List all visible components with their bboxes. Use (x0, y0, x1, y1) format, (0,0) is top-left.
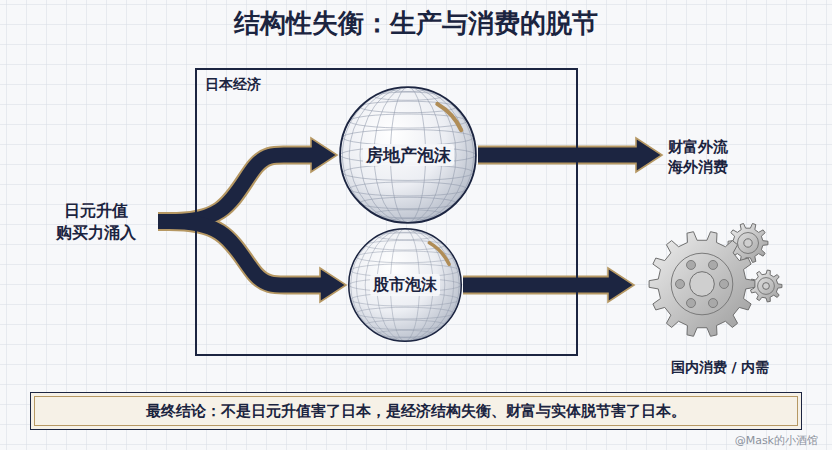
outcome-label: 财富外流 海外消费 (668, 137, 760, 178)
source-label: 日元升值 购买力涌入 (40, 200, 152, 243)
title: 结构性失衡：生产与消费的脱节 (0, 6, 832, 41)
connector (463, 278, 612, 293)
connector (158, 222, 324, 285)
node-text: 日元升值 购买力涌入 (40, 200, 152, 243)
sphere-grid (349, 229, 462, 342)
node-text: 房地产泡沫 (363, 144, 454, 167)
connector (158, 155, 315, 222)
node-text: 财富外流 海外消费 (668, 137, 760, 178)
gear-illustration (640, 216, 800, 354)
sphere-body (349, 229, 462, 342)
bubble-sphere: 股市泡沫 (347, 227, 463, 343)
gold-arc (429, 243, 449, 265)
node-text: 最终结论：不是日元升值害了日本，是经济结构失衡、财富与实体脱节害了日本。 (146, 401, 686, 421)
sphere-body (340, 87, 476, 223)
node-text: 国内消费 / 内需 (671, 358, 770, 377)
sphere-grid (340, 87, 476, 223)
node-text: 股市泡沫 (370, 274, 440, 296)
sphere-rim (349, 229, 462, 342)
gear (649, 232, 755, 337)
economy-frame: 日本经济房地产泡沫股市泡沫 (195, 68, 578, 356)
gear-node: 国内消费 / 内需 (640, 216, 800, 378)
connector (478, 148, 640, 163)
watermark: @Mask的小酒馆 (735, 433, 818, 448)
bubble-sphere: 房地产泡沫 (338, 85, 478, 225)
conclusion-band: 最终结论：不是日元升值害了日本，是经济结构失衡、财富与实体脱节害了日本。 (30, 392, 802, 430)
gold-arc (437, 104, 461, 130)
sphere-rim (340, 87, 476, 223)
